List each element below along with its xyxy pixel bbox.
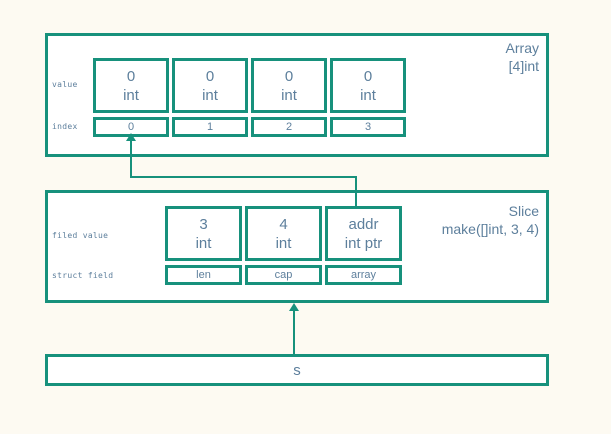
array-index-cell-3[interactable]: 3 <box>330 117 406 137</box>
variable-label-s: s <box>293 361 301 379</box>
array-index-cell-2[interactable]: 2 <box>251 117 327 137</box>
slice-value-row: 3 int 4 int addr int ptr <box>165 206 402 261</box>
slice-value-cap: 4 <box>279 215 288 233</box>
array-pointer-arrowhead <box>126 133 136 141</box>
variable-box-s[interactable]: s <box>45 354 549 386</box>
array-value-row: 0 int 0 int 0 int 0 int <box>93 58 406 113</box>
array-type-0: int <box>123 86 139 104</box>
array-value-cell-1[interactable]: 0 int <box>172 58 248 113</box>
slice-caption-line2: make([]int, 3, 4) <box>441 221 539 237</box>
slice-field-row: len cap array <box>165 265 402 285</box>
array-index-cell-1[interactable]: 1 <box>172 117 248 137</box>
slice-field-cell-len[interactable]: len <box>165 265 242 285</box>
slice-caption: Slice make([]int, 3, 4) <box>400 202 539 238</box>
slice-value-cell-cap[interactable]: 4 int <box>245 206 322 261</box>
slice-type-cap: int <box>275 234 292 252</box>
slice-type-len: int <box>195 234 212 252</box>
array-value-cell-0[interactable]: 0 int <box>93 58 169 113</box>
array-type-1: int <box>202 86 218 104</box>
array-type-3: int <box>360 86 376 104</box>
slice-type-array: int ptr <box>344 234 383 252</box>
array-index-row-label: index <box>52 122 78 131</box>
array-value-row-label: value <box>52 80 78 89</box>
s-pointer-arrowhead <box>289 303 299 311</box>
slice-value-array: addr <box>348 215 379 233</box>
slice-value-row-label: filed value <box>52 231 109 240</box>
slice-value-len: 3 <box>199 215 208 233</box>
array-pointer-segment-vertical-left <box>130 141 132 178</box>
array-value-3: 0 <box>363 67 373 85</box>
array-value-cell-2[interactable]: 0 int <box>251 58 327 113</box>
array-type-2: int <box>281 86 297 104</box>
array-caption-line1: Array <box>505 40 539 56</box>
array-caption: Array [4]int <box>349 39 539 75</box>
array-pointer-segment-horizontal <box>130 176 357 178</box>
array-value-cell-3[interactable]: 0 int <box>330 58 406 113</box>
array-caption-line2: [4]int <box>508 58 539 74</box>
slice-field-cell-cap[interactable]: cap <box>245 265 322 285</box>
slice-value-cell-len[interactable]: 3 int <box>165 206 242 261</box>
slice-field-row-label: struct field <box>52 271 114 280</box>
array-index-row: 0 1 2 3 <box>93 117 406 137</box>
array-value-2: 0 <box>284 67 294 85</box>
array-value-0: 0 <box>126 67 136 85</box>
array-value-1: 0 <box>205 67 215 85</box>
s-pointer-segment-vertical <box>293 311 295 354</box>
slice-caption-line1: Slice <box>508 203 539 219</box>
array-pointer-segment-vertical-right <box>355 176 357 206</box>
slice-value-cell-array[interactable]: addr int ptr <box>325 206 402 261</box>
slice-field-cell-array[interactable]: array <box>325 265 402 285</box>
